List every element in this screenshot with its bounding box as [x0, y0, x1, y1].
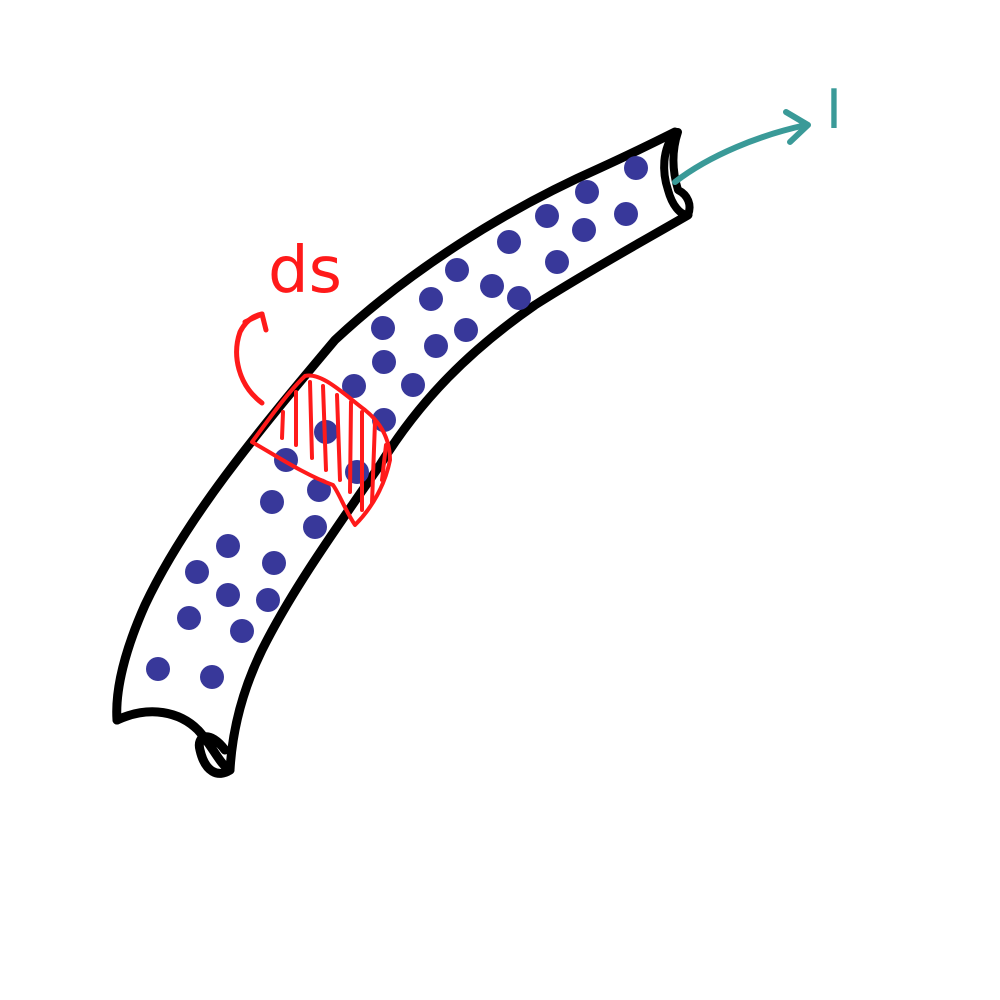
charge-dot: [497, 230, 521, 254]
charge-dot: [216, 583, 240, 607]
hatch-line: [308, 380, 314, 460]
charge-dot: [146, 657, 170, 681]
charge-dot: [185, 560, 209, 584]
charge-dot: [303, 515, 327, 539]
charge-dot: [424, 334, 448, 358]
charge-dot: [372, 350, 396, 374]
charge-dot: [454, 318, 478, 342]
charge-dot: [624, 156, 648, 180]
element-ds-label: ds: [268, 234, 342, 308]
current-arrow: [672, 109, 811, 185]
charge-dot: [401, 373, 425, 397]
charge-dot: [507, 286, 531, 310]
wire-upper-edge: [112, 127, 680, 725]
charge-dot: [419, 287, 443, 311]
charge-dot: [260, 490, 284, 514]
wire-end-top: [660, 128, 694, 219]
charge-dot: [200, 665, 224, 689]
charge-dot: [342, 374, 366, 398]
hatch-line: [348, 400, 353, 494]
element-ds-outline: [250, 373, 392, 527]
charge-dot: [575, 180, 599, 204]
hatch-line: [335, 393, 342, 482]
element-ds-highlight: [250, 373, 392, 527]
wire-end-bottom: [112, 707, 235, 778]
charge-dot: [614, 202, 638, 226]
hatch-line: [321, 384, 328, 472]
hatch-line: [370, 420, 377, 505]
charge-dot: [216, 534, 240, 558]
charge-dot: [371, 316, 395, 340]
wire-body: [116, 132, 688, 772]
charge-dot: [535, 204, 559, 228]
charge-dot: [445, 258, 469, 282]
charge-dot: [572, 218, 596, 242]
current-label: I: [826, 78, 842, 141]
current-arrow-head: [783, 109, 811, 145]
ds-arrow-head: [242, 311, 269, 333]
hatch-line: [280, 410, 285, 440]
current-arrow-shaft: [672, 122, 809, 185]
charge-dot: [262, 551, 286, 575]
ds-pointer-arrow: [234, 311, 269, 406]
charge-dot: [256, 588, 280, 612]
charge-dot: [480, 274, 504, 298]
charge-dot: [230, 619, 254, 643]
charge-dot: [545, 250, 569, 274]
charge-dot: [177, 606, 201, 630]
hatch-line: [380, 443, 388, 482]
ds-arrow-shaft: [234, 311, 265, 406]
